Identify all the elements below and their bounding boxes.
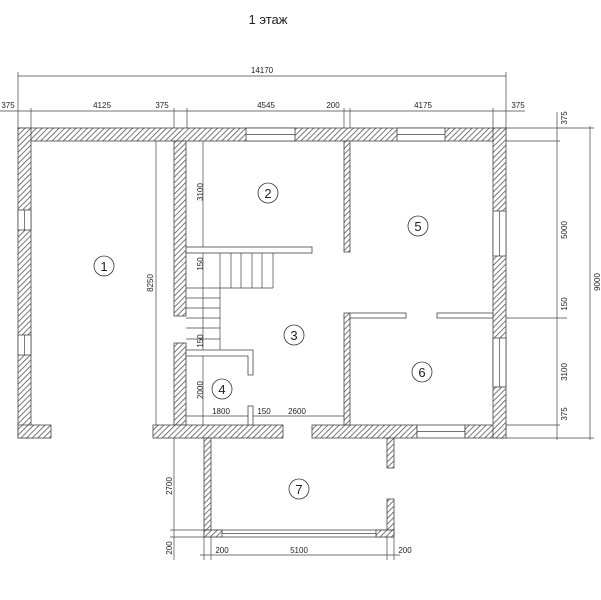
room-labels: 1 2 3 4 5 6 7 (93, 182, 433, 500)
room-3: 3 (283, 324, 305, 346)
room-2: 2 (257, 182, 279, 204)
dim-label: 4125 (93, 101, 111, 110)
room-1: 1 (93, 255, 115, 277)
dim-label: 150 (560, 297, 569, 311)
dim-label: 150 (257, 407, 271, 416)
svg-text:7: 7 (295, 482, 302, 497)
dim-label: 375 (560, 407, 569, 421)
dimension-labels: 14170 375 4125 375 4545 200 4175 375 375… (1, 66, 601, 555)
dim-total-height: 9000 (593, 273, 601, 291)
room-4: 4 (211, 378, 233, 400)
dim-label: 375 (1, 101, 15, 110)
dim-label: 5100 (290, 546, 308, 555)
dim-total-width: 14170 (251, 66, 274, 75)
dim-label: 200 (398, 546, 412, 555)
plan-title: 1 этаж (249, 12, 288, 27)
dim-label: 5000 (560, 221, 569, 239)
room-5: 5 (407, 215, 429, 237)
svg-text:6: 6 (418, 365, 425, 380)
dim-label: 200 (326, 101, 340, 110)
svg-text:3: 3 (290, 328, 297, 343)
walls (17, 127, 507, 538)
dim-label: 8250 (146, 274, 155, 292)
dim-label: 150 (196, 334, 205, 348)
room-6: 6 (411, 361, 433, 383)
svg-text:2: 2 (264, 186, 271, 201)
dim-label: 200 (165, 541, 174, 555)
dim-label: 375 (560, 111, 569, 125)
dim-label: 150 (196, 257, 205, 271)
dim-label: 2600 (288, 407, 306, 416)
room-7: 7 (288, 478, 310, 500)
dim-label: 4175 (414, 101, 432, 110)
dim-label: 2700 (165, 477, 174, 495)
dim-label: 3100 (196, 183, 205, 201)
dim-label: 4545 (257, 101, 275, 110)
dimension-lines (0, 72, 594, 560)
dim-label: 375 (155, 101, 169, 110)
dim-label: 3100 (560, 363, 569, 381)
dim-label: 2000 (196, 381, 205, 399)
svg-text:4: 4 (218, 382, 225, 397)
svg-text:1: 1 (100, 259, 107, 274)
dim-label: 1800 (212, 407, 230, 416)
svg-text:5: 5 (414, 219, 421, 234)
dim-label: 200 (215, 546, 229, 555)
staircase (185, 246, 313, 426)
dim-label: 375 (511, 101, 525, 110)
